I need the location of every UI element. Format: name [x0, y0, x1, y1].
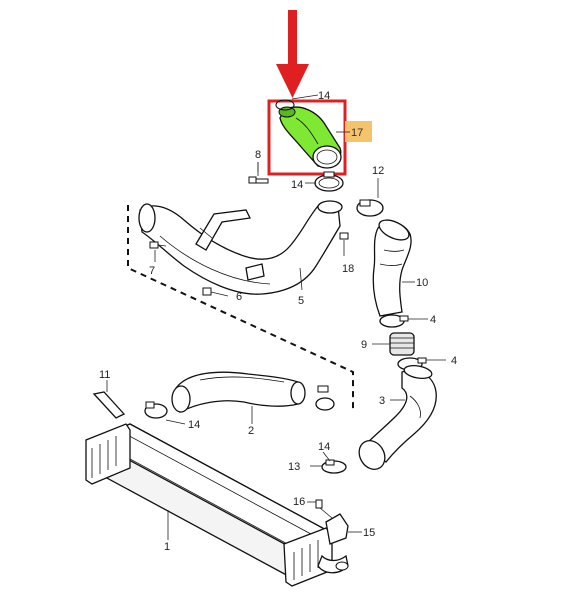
pipe-5: [138, 200, 343, 295]
label-17[interactable]: 17: [351, 127, 363, 139]
strip-11: [92, 380, 126, 419]
label-4-upper: 4: [430, 314, 436, 326]
bolt-6: [202, 287, 229, 297]
bracket-15: [315, 499, 362, 545]
clamp-ring-top: [275, 99, 295, 111]
label-8: 8: [255, 149, 261, 161]
hose-2: [171, 371, 306, 424]
label-3: 3: [379, 395, 385, 407]
highlighted-hose-17[interactable]: [278, 106, 342, 169]
label-14-right: 14: [318, 441, 330, 453]
clamp-14-middle: [314, 171, 344, 192]
bolt-8: [248, 162, 269, 184]
label-14-left: 14: [188, 419, 200, 431]
label-5: 5: [298, 295, 304, 307]
label-12: 12: [372, 165, 384, 177]
part-labels: 14 17 8 14 12 18 7 6 5 10 4 9 4 11 3 14 …: [99, 90, 457, 553]
label-14-mid: 14: [291, 179, 303, 191]
label-9: 9: [361, 339, 367, 351]
hose-3: [358, 364, 437, 470]
bolt-18: [339, 232, 349, 256]
label-11: 11: [99, 369, 110, 381]
label-1: 1: [164, 541, 170, 553]
connector-9: [372, 332, 415, 356]
clamp-14-left: [144, 401, 186, 425]
indicator-arrow: [276, 10, 309, 98]
label-2: 2: [248, 425, 254, 437]
label-4-lower: 4: [451, 355, 457, 367]
clamp-14-right: [321, 451, 347, 474]
label-14-top: 14: [318, 90, 330, 102]
clamp-12: [356, 178, 384, 217]
label-6: 6: [236, 291, 242, 303]
label-15: 15: [363, 527, 375, 539]
label-16: 16: [293, 496, 305, 508]
bolt-7-area: [149, 241, 167, 249]
clamp-hose-2-right: [315, 385, 335, 411]
label-7: 7: [149, 265, 155, 277]
callout-17-badge: [345, 121, 372, 142]
hose-10: [372, 219, 415, 317]
label-13: 13: [288, 461, 300, 473]
label-10: 10: [416, 277, 428, 289]
clamp-4-upper: [379, 314, 428, 328]
label-18: 18: [342, 263, 354, 275]
intercooler-1: [85, 423, 349, 587]
leader-lines: [154, 162, 322, 503]
